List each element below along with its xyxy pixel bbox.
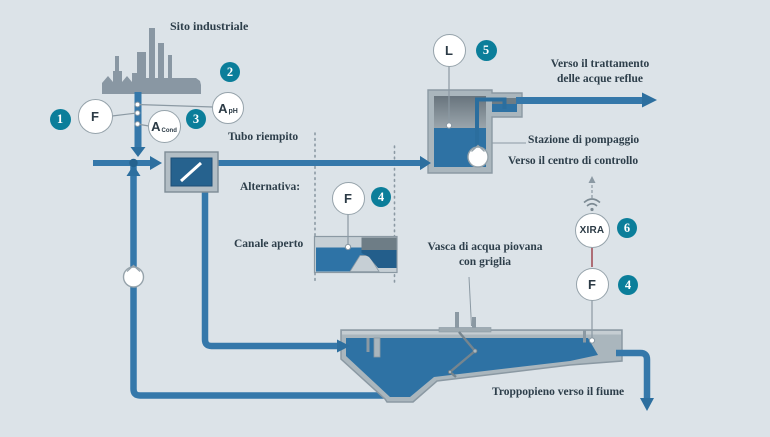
screen-rake-icon — [438, 312, 492, 378]
basin-feed-pipe — [201, 190, 337, 350]
tank-internal-pipe — [475, 97, 507, 151]
level-transmitter: L — [432, 33, 466, 67]
flow-transmitter-channel: F — [331, 181, 365, 215]
inlet-baffle — [366, 338, 370, 352]
control-center-label: Verso il centro di controllo — [508, 155, 639, 167]
sensor-line — [136, 103, 214, 108]
pumping-station-label: Stazione di pompaggio — [528, 134, 640, 146]
overflow-pipe — [616, 349, 651, 399]
arrow-down-icon — [640, 398, 654, 411]
flow-sensor-dot — [344, 243, 352, 251]
alternative-label: Alternativa: — [240, 181, 301, 193]
badge-6: 6 — [617, 218, 637, 238]
pipe-junction — [129, 158, 138, 168]
arrow-down-icon — [130, 147, 146, 157]
pumping-station-tank — [427, 89, 523, 174]
badge-5: 5 — [475, 39, 497, 61]
arrow-right-icon — [150, 156, 162, 170]
treatment-label: Verso il trattamento delle acque reflue — [550, 58, 650, 85]
flow-transmitter-inlet: F — [77, 98, 113, 134]
xira-gateway: XIRA — [574, 212, 610, 248]
industrial-discharge-pipe — [134, 92, 142, 148]
tap-dot — [134, 101, 141, 108]
level-sensor-dot — [445, 122, 453, 129]
badge-1: 1 — [49, 108, 71, 130]
arrow-right-icon — [337, 339, 350, 353]
badge-4-overflow: 4 — [618, 275, 638, 295]
overflow-sensor-dot — [588, 337, 596, 344]
open-channel-label: Canale aperto — [234, 238, 304, 250]
sensor-line — [111, 112, 138, 117]
arrow-right-icon — [642, 92, 657, 108]
basin-water — [346, 338, 598, 397]
badge-2: 2 — [220, 62, 240, 82]
overflow-baffle — [583, 330, 586, 343]
pump-icon — [122, 264, 145, 288]
tap-dot — [134, 121, 141, 127]
wifi-icon — [583, 198, 601, 212]
arrow-up-icon — [126, 165, 141, 176]
inlet-divider-wall — [373, 337, 381, 358]
rain-basin-label: Vasca di acqua piovana con griglia — [427, 241, 543, 268]
stormwater-basin — [340, 312, 623, 403]
overflow-label: Troppopieno verso il fiume — [492, 386, 625, 398]
basin-return-pipe — [130, 166, 386, 399]
site-label: Sito industriale — [170, 19, 249, 33]
full-pipe-label: Tubo riempito — [228, 131, 299, 143]
arrow-right-icon — [420, 156, 431, 170]
label-pointer-line — [468, 276, 472, 327]
flow-transmitter-overflow: F — [575, 267, 609, 301]
open-channel-icon — [313, 235, 398, 274]
badge-3: 3 — [186, 109, 206, 129]
badge-4-channel: 4 — [371, 187, 391, 207]
pump-icon — [467, 144, 489, 168]
tap-dot — [134, 110, 141, 116]
arrow-up-icon — [588, 176, 596, 183]
factory-icon — [102, 28, 201, 94]
flowmeter-icon — [164, 151, 219, 193]
